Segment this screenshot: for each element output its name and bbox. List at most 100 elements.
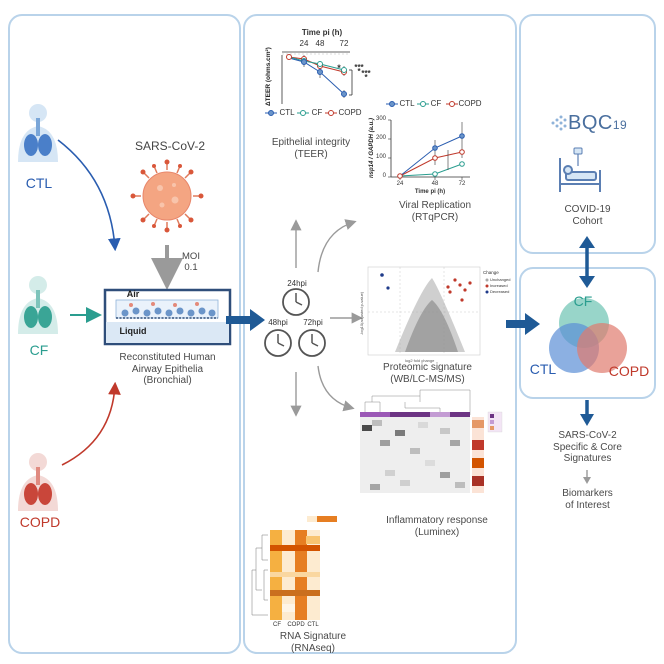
virus-icon bbox=[130, 159, 204, 233]
teer-star-3: **** bbox=[361, 69, 371, 83]
arrow-middle-to-right bbox=[506, 313, 540, 335]
liquid-label: Liquid bbox=[119, 326, 147, 336]
viral-xtick-72: 72 bbox=[458, 181, 466, 187]
teer-chart: ΔTEER (ohms.cm²) bbox=[265, 47, 353, 106]
viral-caption-1: Viral Replication bbox=[398, 200, 472, 211]
moi-label: MOI 0.1 bbox=[176, 251, 206, 274]
volcano-plot: -log10(adjusted p-value) log2 fold chang… bbox=[359, 266, 489, 363]
biomarkers-caption: Biomarkers of Interest bbox=[540, 488, 635, 511]
volcano-legend-title: Change bbox=[483, 270, 499, 275]
arrow-left-to-middle bbox=[226, 309, 265, 331]
cohort-caption-2: Cohort bbox=[572, 215, 603, 227]
clock-72hpi-icon bbox=[298, 329, 326, 357]
venn-label-cf: CF bbox=[573, 293, 593, 309]
proteomic-caption-1: Proteomic signature bbox=[383, 362, 472, 373]
viral-legend-cf: CF bbox=[430, 99, 442, 108]
signatures-caption-1: SARS-CoV-2 bbox=[558, 430, 617, 441]
signatures-caption: SARS-CoV-2 Specific & Core Signatures bbox=[535, 430, 640, 465]
viral-series-copd bbox=[399, 151, 463, 177]
inflammatory-caption: Inflammatory response (Luminex) bbox=[372, 515, 502, 538]
teer-caption: Epithelial integrity (TEER) bbox=[256, 137, 366, 160]
culture-caption-1: Reconstituted Human bbox=[119, 352, 216, 363]
time-label-48hpi: 48hpi bbox=[268, 318, 288, 327]
viral-series-ctl bbox=[399, 135, 463, 177]
inflammatory-caption-1: Inflammatory response bbox=[386, 515, 488, 526]
bqc-logo-sub: 19 bbox=[612, 118, 628, 132]
teer-title: Time pi (h) bbox=[301, 28, 343, 37]
rna-group-copd: COPD bbox=[287, 622, 305, 628]
signatures-caption-3: Signatures bbox=[563, 453, 612, 464]
rna-caption-2: (RNAseq) bbox=[291, 642, 335, 654]
moi-line-2: 0.1 bbox=[184, 261, 198, 273]
rna-caption-1: RNA Signature bbox=[279, 631, 347, 642]
venn-label-ctl: CTL bbox=[529, 361, 557, 377]
group-label-cf: CF bbox=[29, 342, 49, 358]
left-panel bbox=[8, 14, 241, 654]
viral-ytick-300: 300 bbox=[375, 116, 386, 122]
volcano-legend-decreased: Decreased bbox=[490, 289, 510, 294]
hospital-bed-icon bbox=[559, 147, 601, 192]
copd-arrow bbox=[61, 381, 121, 466]
teer-ylabel: ΔTEER (ohms.cm²) bbox=[265, 47, 272, 106]
teer-star-2: **** bbox=[354, 63, 364, 77]
moi-line-1: MOI bbox=[182, 251, 200, 262]
inflammatory-caption-2: (Luminex) bbox=[414, 526, 460, 538]
clock-48hpi-icon bbox=[264, 329, 292, 357]
teer-series-cf bbox=[288, 56, 345, 71]
luminex-cells bbox=[362, 420, 465, 490]
viral-xlabel: Time pi (h) bbox=[414, 189, 446, 195]
culture-caption-3: (Bronchial) bbox=[143, 375, 192, 386]
ctl-lungs-icon bbox=[18, 104, 58, 162]
group-label-ctl: CTL bbox=[25, 175, 53, 191]
volcano-ylabel: -log10(adjusted p-value) bbox=[359, 291, 364, 335]
arrow-upright bbox=[317, 219, 357, 273]
rna-heatmap bbox=[251, 516, 337, 620]
viral-series-cf bbox=[399, 163, 463, 177]
proteomic-caption: Proteomic signature (WB/LC-MS/MS) bbox=[365, 362, 490, 385]
bqc-logo-icon bbox=[551, 115, 567, 131]
viral-xtick-48: 48 bbox=[431, 181, 439, 187]
teer-caption-2: (TEER) bbox=[294, 148, 328, 160]
arrow-downright bbox=[317, 365, 355, 412]
viral-legend bbox=[386, 101, 458, 107]
teer-series-ctl bbox=[288, 57, 345, 95]
viral-ylabel: nsp14 / GAPDH (a.u.) bbox=[369, 118, 375, 178]
viral-caption-2: (RTqPCR) bbox=[411, 211, 459, 223]
viral-legend-ctl: CTL bbox=[399, 99, 415, 108]
cohort-venn-double-arrow bbox=[579, 236, 595, 288]
luminex-heatmap bbox=[360, 389, 503, 493]
venn-to-signatures-arrow bbox=[580, 400, 594, 426]
culture-caption: Reconstituted Human Airway Epithelia (Br… bbox=[100, 352, 235, 387]
culture-insert bbox=[103, 288, 232, 346]
bqc-logo-text: BQC19 bbox=[568, 112, 628, 135]
teer-legend-ctl: CTL bbox=[279, 108, 295, 117]
viral-chart: nsp14 / GAPDH (a.u.) bbox=[369, 118, 470, 180]
proteomic-caption-2: (WB/LC-MS/MS) bbox=[390, 373, 465, 385]
viral-caption: Viral Replication (RTqPCR) bbox=[385, 200, 485, 223]
group-label-copd: COPD bbox=[19, 514, 61, 530]
bqc-logo-main: BQC bbox=[568, 112, 613, 134]
rna-group-ctl: CTL bbox=[307, 622, 319, 628]
venn-label-copd: COPD bbox=[608, 363, 650, 379]
cohort-caption-1: COVID-19 bbox=[564, 204, 611, 215]
viral-ytick-200: 200 bbox=[375, 135, 386, 141]
luminex-side-bar bbox=[472, 417, 484, 493]
time-label-24hpi: 24hpi bbox=[287, 279, 307, 288]
teer-star-1: * bbox=[337, 63, 341, 73]
volcano-xlabel: log2 fold change bbox=[405, 358, 435, 363]
viral-ytick-100: 100 bbox=[375, 154, 386, 160]
rna-caption: RNA Signature (RNAseq) bbox=[268, 631, 358, 654]
teer-xtick-72: 72 bbox=[339, 39, 349, 48]
cohort-caption: COVID-19 Cohort bbox=[545, 204, 630, 227]
virus-label: SARS-CoV-2 bbox=[134, 139, 206, 153]
teer-xtick-24: 24 bbox=[299, 39, 309, 48]
volcano-legend-increased: Increased bbox=[490, 283, 508, 288]
cf-lungs-icon bbox=[18, 276, 58, 334]
middle-panel bbox=[243, 14, 517, 654]
teer-legend-copd: COPD bbox=[338, 108, 362, 117]
viral-ytick-0: 0 bbox=[382, 173, 386, 179]
teer-legend bbox=[265, 110, 337, 116]
ctl-arrow bbox=[57, 139, 121, 252]
rna-group-cf: CF bbox=[273, 622, 281, 628]
biomarkers-caption-2: of Interest bbox=[565, 499, 610, 511]
